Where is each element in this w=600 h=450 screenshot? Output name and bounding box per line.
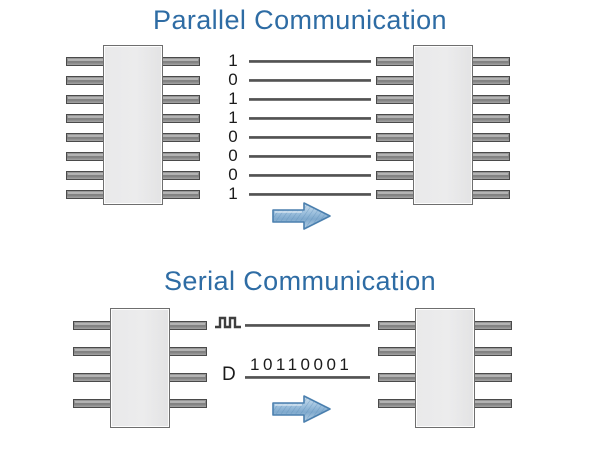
parallel-data-line-8: [249, 193, 371, 196]
serial-transmitter-right-pin-1: [167, 321, 207, 330]
parallel-data-line-4: [249, 117, 371, 120]
parallel-bit-8: 1: [228, 184, 238, 203]
serial-receiver-left-pin-1: [378, 321, 418, 330]
parallel-receiver-left-pin-5: [376, 133, 416, 142]
serial-clock-line: [245, 324, 370, 327]
parallel-bit-2: 0: [228, 70, 238, 89]
parallel-data-line-7: [249, 174, 371, 177]
serial-receiver-right-pin-2: [472, 347, 512, 356]
parallel-transmitter-right-pin-8: [160, 190, 200, 199]
parallel-bit-7: 0: [228, 165, 238, 184]
parallel-transmitter-right-pin-4: [160, 114, 200, 123]
parallel-data-line-3: [249, 98, 371, 101]
parallel-bit-4: 1: [228, 108, 238, 127]
parallel-receiver-right-pin-1: [470, 57, 510, 66]
parallel-receiver-left-pin-4: [376, 114, 416, 123]
parallel-receiver-left-pin-7: [376, 171, 416, 180]
parallel-transmitter-right-pin-2: [160, 76, 200, 85]
serial-transmitter-left-pin-4: [73, 399, 113, 408]
parallel-receiver-left-pin-6: [376, 152, 416, 161]
parallel-receiver-right-pin-4: [470, 114, 510, 123]
parallel-data-line-1: [249, 60, 371, 63]
parallel-receiver-left-pin-8: [376, 190, 416, 199]
parallel-receiver-chip: [413, 45, 473, 205]
serial-receiver-left-pin-2: [378, 347, 418, 356]
clock-waveform-icon: [214, 313, 244, 336]
parallel-bit-6: 0: [228, 146, 238, 165]
serial-receiver-chip: [415, 308, 475, 428]
parallel-data-line-2: [249, 79, 371, 82]
serial-data-label: D: [222, 364, 236, 385]
parallel-bit-5: 0: [228, 127, 238, 146]
parallel-transmitter-right-pin-1: [160, 57, 200, 66]
parallel-transmitter-chip: [103, 45, 163, 205]
parallel-data-line-6: [249, 155, 371, 158]
parallel-transmitter-left-pin-1: [66, 57, 106, 66]
parallel-transmitter-left-pin-2: [66, 76, 106, 85]
serial-receiver-right-pin-1: [472, 321, 512, 330]
parallel-transmitter-left-pin-4: [66, 114, 106, 123]
parallel-transmitter-right-pin-3: [160, 95, 200, 104]
parallel-bit-3: 1: [228, 89, 238, 108]
parallel-transmitter-left-pin-6: [66, 152, 106, 161]
parallel-transmitter-left-pin-7: [66, 171, 106, 180]
parallel-receiver-right-pin-6: [470, 152, 510, 161]
parallel-receiver-left-pin-2: [376, 76, 416, 85]
parallel-receiver-right-pin-5: [470, 133, 510, 142]
serial-communication-section: Serial Communication D 10110001: [0, 245, 600, 450]
serial-transmitter-right-pin-4: [167, 399, 207, 408]
parallel-bit-1: 1: [228, 51, 238, 70]
parallel-transmitter-left-pin-8: [66, 190, 106, 199]
serial-direction-right-arrow-icon: [271, 393, 333, 430]
serial-receiver-right-pin-4: [472, 399, 512, 408]
serial-transmitter-left-pin-3: [73, 373, 113, 382]
serial-transmitter-left-pin-2: [73, 347, 113, 356]
parallel-transmitter-left-pin-3: [66, 95, 106, 104]
serial-transmitter-left-pin-1: [73, 321, 113, 330]
parallel-data-line-5: [249, 136, 371, 139]
parallel-receiver-right-pin-2: [470, 76, 510, 85]
serial-receiver-right-pin-3: [472, 373, 512, 382]
parallel-transmitter-right-pin-7: [160, 171, 200, 180]
parallel-section-title: Parallel Communication: [153, 5, 447, 35]
serial-receiver-left-pin-4: [378, 399, 418, 408]
parallel-transmitter-right-pin-6: [160, 152, 200, 161]
serial-transmitter-right-pin-3: [167, 373, 207, 382]
serial-receiver-left-pin-3: [378, 373, 418, 382]
parallel-transmitter-right-pin-5: [160, 133, 200, 142]
serial-data-bits: 10110001: [250, 355, 353, 374]
parallel-receiver-left-pin-1: [376, 57, 416, 66]
parallel-receiver-left-pin-3: [376, 95, 416, 104]
serial-section-title: Serial Communication: [163, 266, 437, 296]
parallel-direction-right-arrow-icon: [271, 200, 333, 237]
serial-transmitter-chip: [110, 308, 170, 428]
parallel-receiver-right-pin-7: [470, 171, 510, 180]
serial-data-line: [245, 376, 370, 379]
parallel-receiver-right-pin-8: [470, 190, 510, 199]
serial-transmitter-right-pin-2: [167, 347, 207, 356]
parallel-receiver-right-pin-3: [470, 95, 510, 104]
parallel-transmitter-left-pin-5: [66, 133, 106, 142]
